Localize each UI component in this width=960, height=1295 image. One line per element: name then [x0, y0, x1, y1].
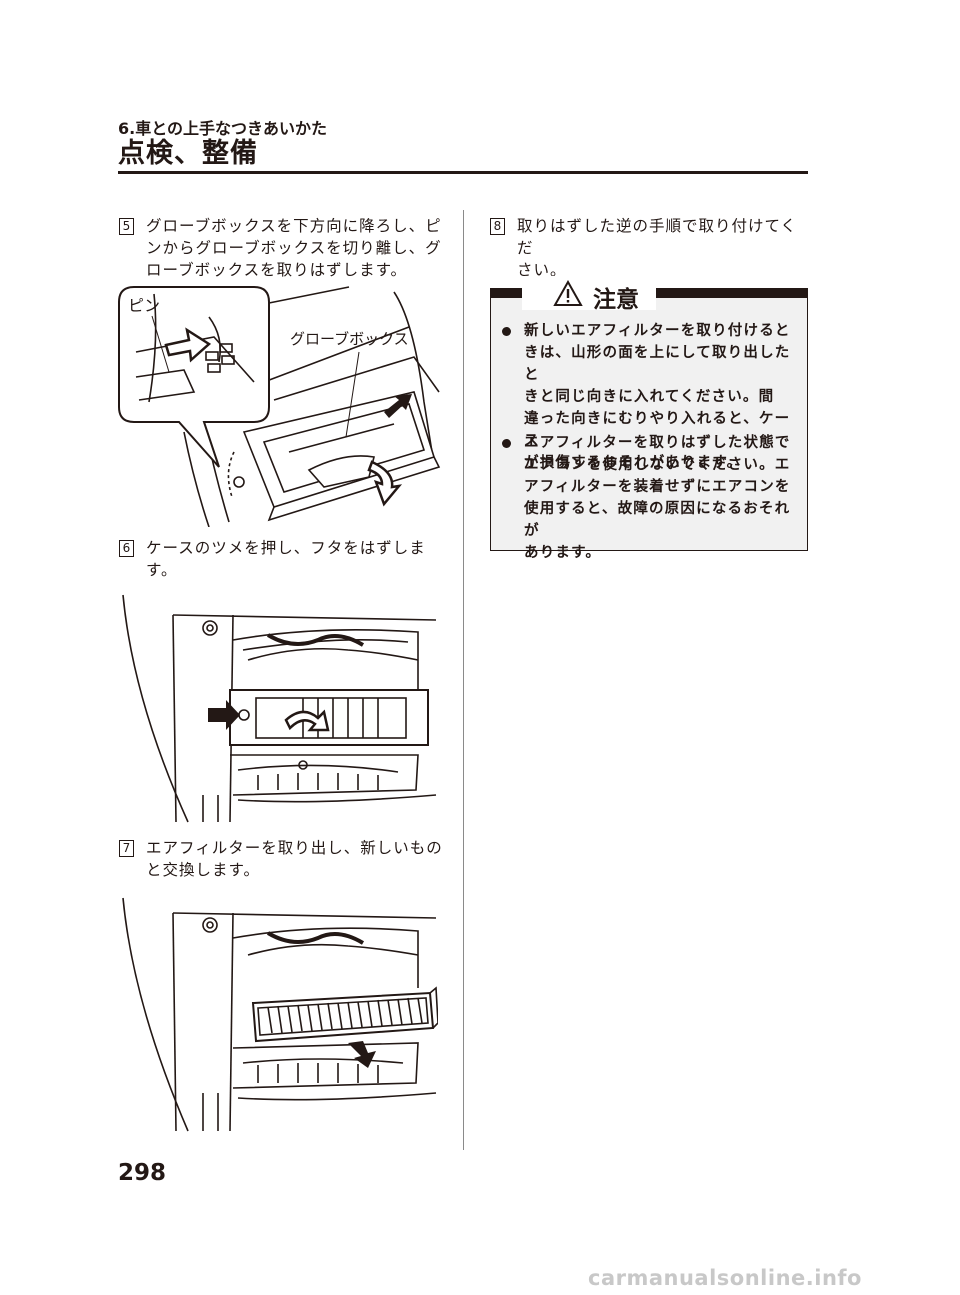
caution-box — [490, 288, 808, 551]
step-number: 5 — [119, 218, 134, 235]
watermark: carmanualsonline.info — [588, 1266, 862, 1290]
step-number: 7 — [119, 840, 134, 857]
column-divider — [463, 210, 464, 1150]
filter-case-cover-illustration — [118, 590, 438, 825]
step-text-line: と交換します。 — [146, 861, 260, 879]
pin-label: ピン — [128, 296, 160, 315]
caution-line: きは、山形の面を上にして取り出したと — [524, 345, 791, 383]
section-title: 点検、整備 — [118, 138, 258, 169]
warning-triangle-icon — [553, 280, 583, 306]
step-text-line: す。 — [146, 561, 178, 579]
glovebox-removal-illustration: ピン グローブボックス — [114, 282, 444, 527]
caution-item: エアフィルターを取りはずした状態で エアコンを使用しないでください。エ アフィル… — [502, 432, 802, 561]
caution-band — [490, 288, 522, 298]
caution-line: アフィルターを装着せずにエアコンを — [524, 479, 791, 495]
step-number: 8 — [490, 218, 505, 235]
caution-line: 違った向きにむりやり入れると、ケース — [524, 411, 791, 449]
step-5: 5 グローブボックスを下方向に降ろし、ピ ンからグローブボックスを切り離し、グ … — [119, 215, 459, 285]
step-7: 7 エアフィルターを取り出し、新しいもの と交換します。 — [119, 837, 459, 887]
chapter-title: 6.車との上手なつきあいかた — [118, 119, 328, 138]
step-text-line: グローブボックスを下方向に降ろし、ピ — [146, 217, 442, 235]
glovebox-label: グローブボックス — [290, 330, 409, 348]
step-text-line: さい。 — [517, 261, 567, 279]
step-8: 8 取りはずした逆の手順で取り付けてくだ さい。 — [490, 215, 810, 279]
caution-line: エアフィルターを取りはずした状態で — [524, 435, 791, 451]
header-rule — [118, 171, 808, 174]
caution-line: が損傷するおそれがあります。 — [524, 455, 743, 471]
step-text-line: ンからグローブボックスを切り離し、グ — [146, 239, 442, 257]
bullet-icon — [502, 327, 511, 336]
step-text-line: エアフィルターを取り出し、新しいもの — [146, 839, 443, 857]
caution-line: 新しいエアフィルターを取り付けると — [524, 323, 791, 339]
step-text-line: ローブボックスを取りはずします。 — [146, 261, 408, 279]
step-text-line: ケースのツメを押し、フタをはずしま — [146, 539, 426, 557]
caution-header — [522, 276, 656, 310]
caution-band — [656, 288, 808, 298]
page-number: 298 — [118, 1160, 167, 1186]
caution-line: 使用すると、故障の原因になるおそれが — [524, 501, 791, 539]
caution-item: 新しいエアフィルターを取り付けると きは、山形の面を上にして取り出したと きと同… — [502, 320, 802, 471]
caution-line: きと同じ向きに入れてください。間 — [524, 389, 775, 405]
step-number: 6 — [119, 540, 134, 557]
caution-line: エアコンを使用しないでください。エ — [524, 457, 791, 473]
caution-line: あります。 — [524, 545, 602, 561]
bullet-icon — [502, 439, 511, 448]
step-6: 6 ケースのツメを押し、フタをはずしま す。 — [119, 537, 459, 587]
step-text-line: 取りはずした逆の手順で取り付けてくだ — [517, 217, 798, 257]
caution-title: 注意 — [593, 287, 639, 313]
air-filter-removal-illustration — [118, 893, 438, 1133]
